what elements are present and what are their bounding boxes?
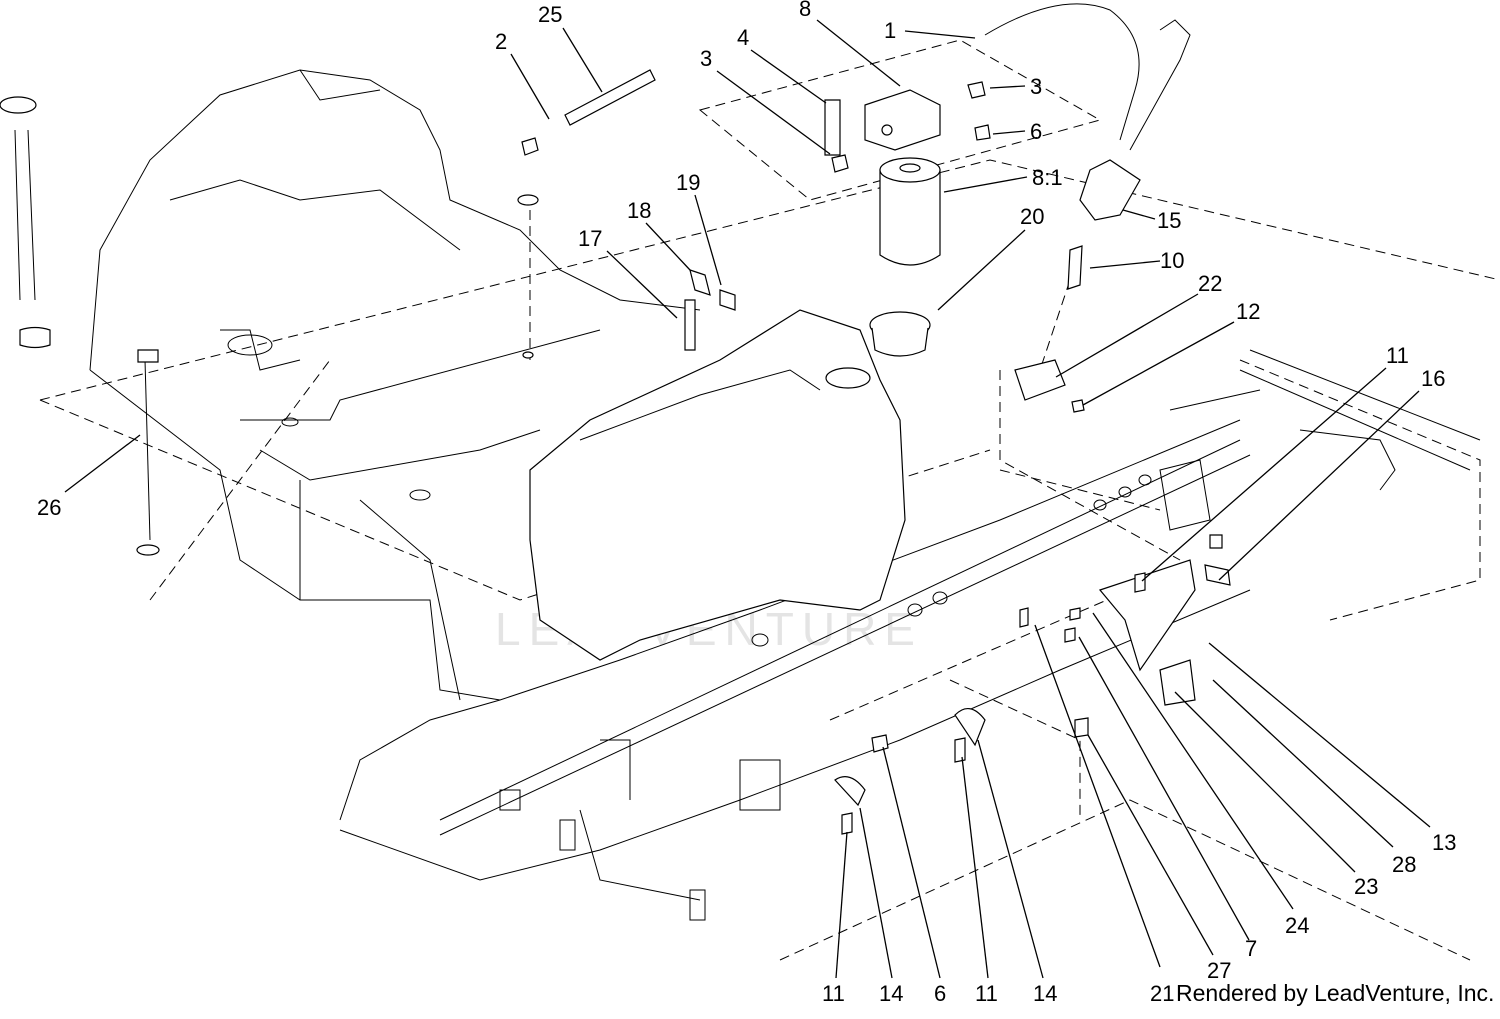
callout-label: 11 bbox=[822, 981, 845, 1006]
callout-label: 7 bbox=[1245, 936, 1257, 961]
fuel-filter bbox=[879, 157, 941, 266]
callout-label: 16 bbox=[1421, 366, 1445, 391]
callout-label: 12 bbox=[1236, 299, 1260, 324]
callout-label: 20 bbox=[1020, 204, 1044, 229]
fittings bbox=[517, 69, 1231, 835]
callout-label: 1 bbox=[884, 18, 896, 43]
callout-label: 2 bbox=[495, 29, 507, 54]
fuel-tank bbox=[529, 309, 906, 661]
callout-label: 3 bbox=[700, 46, 712, 71]
callout-label: 14 bbox=[879, 981, 903, 1006]
callout-label: 13 bbox=[1432, 830, 1456, 855]
render-credit: Rendered by LeadVenture, Inc. bbox=[1176, 980, 1495, 1006]
callout-label: 6 bbox=[934, 981, 946, 1006]
frame-body bbox=[89, 69, 1481, 921]
callout-label: 8 bbox=[799, 0, 811, 21]
leader-lines bbox=[64, 19, 1431, 979]
vent-line bbox=[136, 349, 160, 556]
callout-label: 6 bbox=[1030, 119, 1042, 144]
callout-label: 25 bbox=[538, 2, 562, 27]
callout-label: 19 bbox=[676, 170, 700, 195]
callout-label: 15 bbox=[1157, 208, 1181, 233]
callout-label: 17 bbox=[578, 226, 602, 251]
callout-label: 26 bbox=[37, 495, 61, 520]
callout-label: 21 bbox=[1150, 981, 1174, 1006]
filter-bracket bbox=[864, 89, 941, 151]
fuel-cap bbox=[869, 311, 931, 357]
callout-label: 4 bbox=[737, 25, 749, 50]
fuel-pump bbox=[1067, 159, 1141, 290]
fuel-hose bbox=[984, 3, 1191, 151]
callout-label: 18 bbox=[627, 198, 651, 223]
callouts: 25 8 1 2 4 3 3 6 8:1 19 18 17 20 15 10 2… bbox=[37, 0, 1456, 1006]
fuel-sender bbox=[0, 96, 51, 349]
callout-label: 27 bbox=[1207, 958, 1231, 983]
callout-label: 10 bbox=[1160, 248, 1184, 273]
callout-label: 8:1 bbox=[1032, 165, 1063, 190]
callout-label: 22 bbox=[1198, 271, 1222, 296]
callout-label: 28 bbox=[1392, 852, 1416, 877]
callout-label: 11 bbox=[975, 981, 998, 1006]
callout-label: 14 bbox=[1033, 981, 1057, 1006]
callout-label: 23 bbox=[1354, 874, 1378, 899]
callout-label: 24 bbox=[1285, 913, 1309, 938]
callout-label: 3 bbox=[1030, 74, 1042, 99]
callout-label: 11 bbox=[1386, 343, 1409, 368]
